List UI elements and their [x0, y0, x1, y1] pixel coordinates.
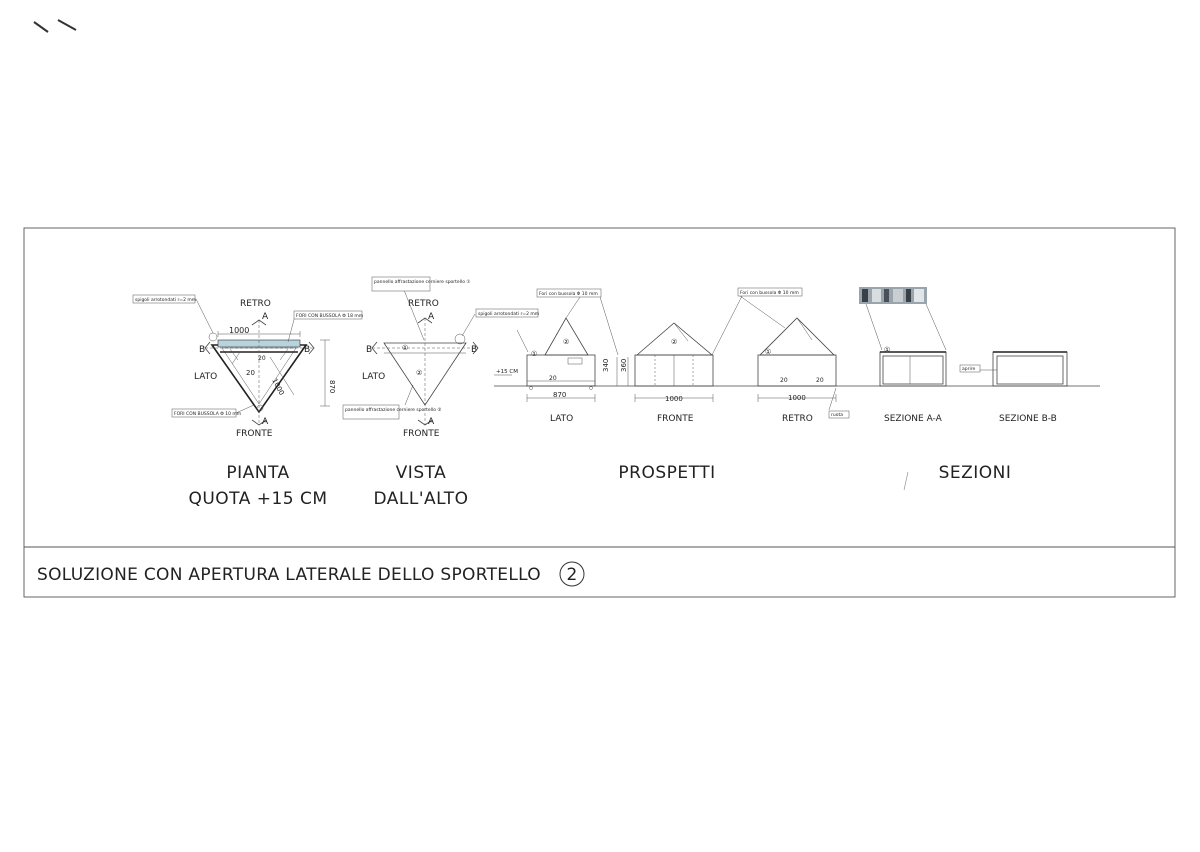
elevations-caption: PROSPETTI [618, 463, 715, 483]
drawing-frame [23, 227, 1176, 598]
elev-fronte-label: FRONTE [657, 414, 694, 424]
plan-section-b-right: B [304, 345, 310, 355]
dim-1000-retro: 1000 [788, 394, 806, 402]
dim-20-retro-2: 20 [816, 377, 824, 384]
solution-number-circle [559, 561, 585, 587]
material-swatch [859, 287, 927, 304]
plan-section-a-bottom: A [262, 417, 269, 427]
elev-mark-4: ① [765, 348, 771, 356]
top-caption-2: DALL'ALTO [373, 489, 468, 509]
dim-1000-fronte: 1000 [665, 395, 683, 403]
plan-lato-label: LATO [194, 372, 217, 382]
plan-caption-1: PIANTA [226, 463, 289, 483]
note-fori-2: Fori con bussola Φ 10 mm [740, 290, 799, 296]
plan-section-a-top: A [262, 312, 269, 322]
dim-360: 360 [620, 359, 628, 372]
top-section-a-top: A [428, 312, 435, 322]
section-a-box [879, 351, 947, 387]
note-fori-top: FORI CON BUSSOLA Φ 18 mm [296, 313, 363, 319]
top-lato-label: LATO [362, 372, 385, 382]
plan-dim-1000: 1000 [229, 326, 249, 335]
sections-caption: SEZIONI [939, 463, 1012, 483]
top-caption-1: VISTA [396, 463, 447, 483]
dim-20-lato: 20 [549, 375, 557, 382]
elev-retro-body [757, 354, 837, 387]
top-section-a-bottom: A [428, 417, 435, 427]
dim-870-elev: 870 [553, 391, 566, 399]
top-mark-2: ② [416, 369, 422, 377]
note-pannello-1: pannello affrastazione cerniere sportell… [374, 279, 470, 285]
plan-caption-2: QUOTA +15 CM [188, 489, 327, 509]
plan-dim-20: 20 [246, 369, 255, 377]
section-mark-1: ① [884, 346, 890, 354]
note-spigoli-plan: spigoli arrotondati r=2 mm [135, 297, 196, 303]
level-label: +15 CM [496, 369, 518, 375]
solution-number: 2 [566, 565, 577, 585]
plan-retro-label: RETRO [240, 299, 271, 309]
section-a-label: SEZIONE A-A [884, 414, 943, 424]
elev-mark-1: ① [531, 350, 537, 358]
top-view: pannello affrastazione cerniere sportell… [342, 276, 539, 509]
note-spigoli-top: spigoli arrotondati r=2 mm [478, 311, 539, 317]
plan-section-b-left: B [199, 345, 205, 355]
title-block: SOLUZIONE CON APERTURA LATERALE DELLO SP… [37, 561, 585, 587]
elev-lato-label: LATO [550, 414, 573, 424]
note-fori-bottom: FORI CON BUSSOLA Φ 10 mm [174, 411, 241, 417]
drawing-title: SOLUZIONE CON APERTURA LATERALE DELLO SP… [37, 565, 541, 585]
section-b-box [992, 351, 1068, 387]
top-retro-label: RETRO [408, 299, 439, 309]
section-b-label: SEZIONE B-B [999, 414, 1057, 424]
plan-view: spigoli arrotondati r=2 mm FORI CON BUSS… [132, 294, 363, 509]
top-mark-1: ① [402, 344, 408, 352]
elevations: Fori con bussola Φ 10 mm Fori con bussol… [494, 287, 1100, 483]
elev-mark-2: ② [563, 338, 569, 346]
note-fori-1: Fori con bussola Φ 10 mm [539, 291, 598, 297]
plan-dim-20b: 20 [258, 355, 266, 362]
plan-fronte-label: FRONTE [236, 429, 273, 439]
scan-marks [33, 19, 77, 33]
note-pannello-2: pannello affrastazione cerniere sportell… [345, 407, 441, 413]
dim-340: 340 [602, 359, 610, 372]
elev-mark-3: ② [671, 338, 677, 346]
dim-20-retro: 20 [780, 377, 788, 384]
plan-dim-870: 870 [328, 380, 336, 393]
elev-lato-body [526, 354, 596, 387]
note-aprire: aprire [962, 366, 975, 372]
elev-retro-label: RETRO [782, 414, 813, 424]
top-section-b-left: B [366, 345, 372, 355]
top-fronte-label: FRONTE [403, 429, 440, 439]
top-section-b-right: B [471, 345, 477, 355]
note-ruota: ruota [831, 412, 843, 418]
sections: aprire ① SEZIONE A-A SEZIONE B-B SEZIONI [859, 287, 1068, 491]
